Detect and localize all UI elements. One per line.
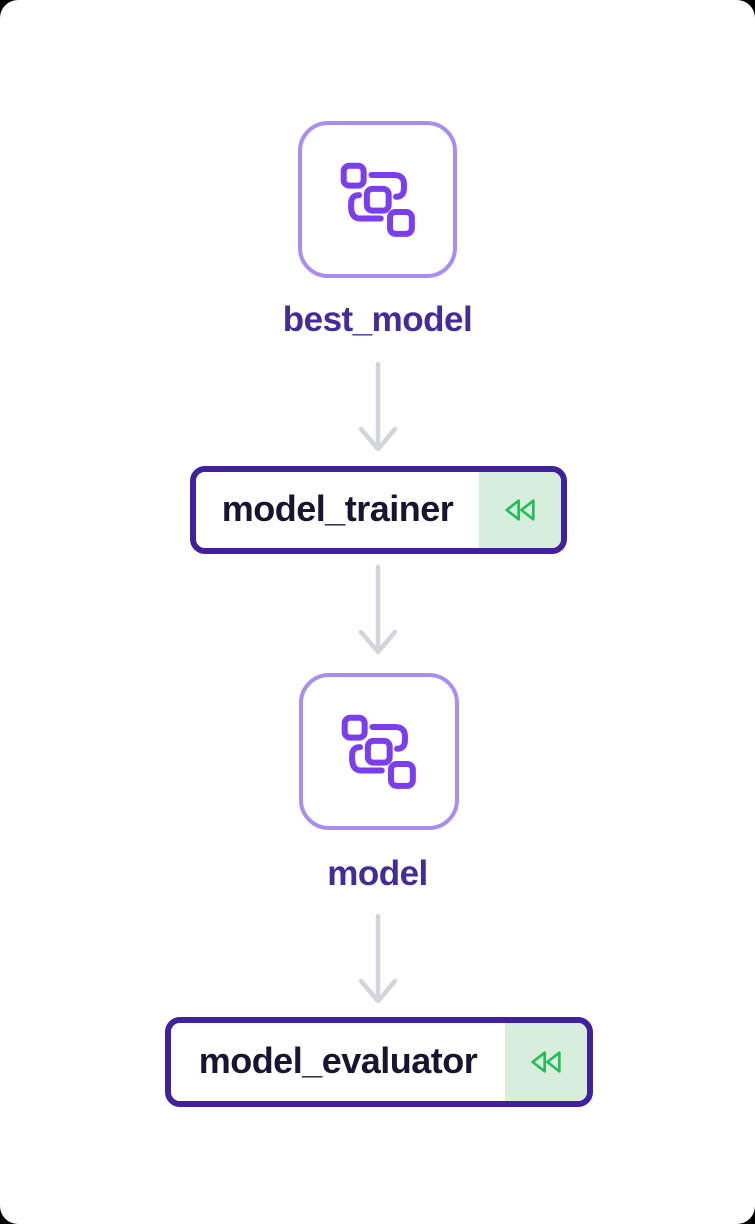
- rewind-icon: [505, 499, 535, 521]
- artifact-node-model[interactable]: [299, 673, 459, 830]
- step-node-model-trainer[interactable]: model_trainer: [190, 466, 567, 554]
- artifact-label-best-model: best_model: [282, 300, 473, 339]
- artifact-node-best-model[interactable]: [298, 121, 457, 278]
- step-node-model-evaluator[interactable]: model_evaluator: [165, 1017, 593, 1107]
- step-name-model-trainer: model_trainer: [196, 472, 479, 548]
- step-name-model-evaluator: model_evaluator: [171, 1023, 505, 1101]
- artifact-icon: [340, 162, 415, 237]
- artifact-icon: [341, 714, 416, 789]
- rewind-icon: [531, 1051, 561, 1073]
- artifact-label-model: model: [327, 854, 428, 893]
- cache-badge[interactable]: [479, 472, 561, 548]
- arrow-down-icon: [358, 361, 398, 452]
- cache-badge[interactable]: [505, 1023, 587, 1101]
- arrow-down-icon: [358, 913, 398, 1004]
- arrow-down-icon: [358, 564, 398, 655]
